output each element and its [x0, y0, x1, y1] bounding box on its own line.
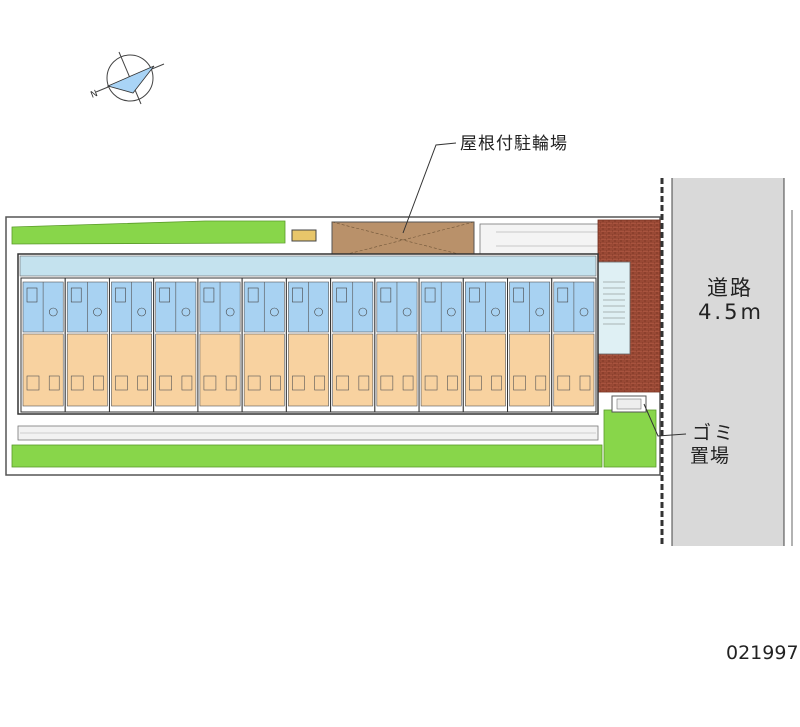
compass-label: N — [89, 89, 99, 101]
parking-strip — [479, 223, 619, 255]
apartment-unit — [551, 277, 597, 413]
apartment-unit — [153, 277, 199, 413]
apartment-unit — [418, 277, 464, 413]
garbage-area-label-line1: ゴミ — [692, 422, 737, 444]
road-name-label: 道路 — [707, 276, 753, 300]
lawn-areas — [11, 220, 657, 468]
unit-row — [20, 277, 597, 413]
garbage-area-label-line2: 置場 — [690, 445, 731, 467]
apartment-unit — [108, 277, 155, 413]
apartment-unit — [462, 277, 509, 413]
covered-bicycle-parking — [331, 221, 475, 259]
apartment-unit — [20, 277, 66, 413]
road — [660, 178, 793, 546]
garbage-label-leader — [643, 403, 687, 437]
property-code: 021997 — [726, 642, 799, 664]
apartment-unit — [241, 277, 287, 413]
apartment-unit — [507, 277, 553, 413]
apartment-building — [17, 253, 599, 415]
apartment-unit — [197, 277, 243, 413]
road-width-label: 4.5m — [698, 300, 764, 324]
bike-label-leader — [402, 142, 457, 234]
covered-bicycle-parking-label: 屋根付駐輪場 — [460, 134, 568, 154]
apartment-unit — [374, 277, 420, 413]
apartment-unit — [64, 277, 110, 413]
apartment-unit — [285, 277, 332, 413]
apartment-unit — [330, 277, 376, 413]
storage-box — [291, 229, 317, 242]
north-arrow-icon: N — [89, 51, 165, 105]
entrance-stairs — [597, 261, 631, 355]
corridor — [19, 255, 597, 277]
